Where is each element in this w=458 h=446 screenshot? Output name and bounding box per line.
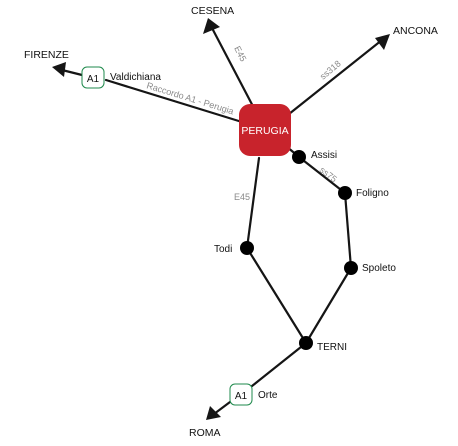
arrow-firenze-icon [52, 62, 66, 77]
road-to-ancona [282, 38, 384, 120]
road-label-e45-north: E45 [232, 44, 248, 63]
badge-orte-label: Orte [258, 390, 278, 401]
badge-a1-valdichiana-code: A1 [87, 74, 100, 85]
badge-a1-orte-code: A1 [235, 391, 248, 402]
badge-valdichiana-label: Valdichiana [110, 72, 161, 83]
city-label-foligno: Foligno [356, 188, 389, 199]
road-todi-terni [245, 246, 308, 345]
road-label-raccordo: Raccordo A1 - Perugia [145, 80, 235, 116]
road-orte-roma [212, 400, 232, 416]
badge-a1-valdichiana [81, 66, 105, 89]
road-raccordo [104, 78, 244, 124]
arrow-roma-icon [206, 406, 221, 420]
dest-label-roma: ROMA [189, 427, 221, 439]
road-label-e45-south: E45 [234, 192, 250, 202]
arrow-cesena-icon [203, 18, 220, 34]
city-label-todi: Todi [214, 244, 232, 255]
badge-a1-orte [229, 383, 253, 406]
perugia-label: PERUGIA [241, 125, 288, 137]
city-dot-terni [299, 336, 313, 350]
road-terni-orte [250, 341, 308, 388]
road-label-ss318: ss318 [318, 58, 343, 81]
dest-label-ancona: ANCONA [393, 25, 438, 37]
city-label-assisi: Assisi [311, 150, 337, 161]
dest-label-firenze: FIRENZE [24, 49, 69, 61]
road-foligno-spoleto [343, 191, 353, 270]
city-dot-spoleto [344, 261, 358, 275]
perugia-hub [239, 104, 291, 156]
city-label-terni: TERNI [317, 342, 347, 353]
city-dot-todi [240, 241, 254, 255]
road-spoleto-terni [304, 266, 353, 345]
road-to-cesena [210, 26, 258, 114]
city-dot-foligno [338, 186, 352, 200]
road-assisi-foligno [297, 155, 347, 195]
city-dot-assisi [292, 150, 306, 164]
road-perugia-todi [245, 156, 261, 250]
road-a1-to-firenze [60, 68, 84, 77]
city-label-spoleto: Spoleto [362, 263, 396, 274]
dest-label-cesena: CESENA [191, 5, 234, 17]
arrow-ancona-icon [375, 34, 390, 50]
